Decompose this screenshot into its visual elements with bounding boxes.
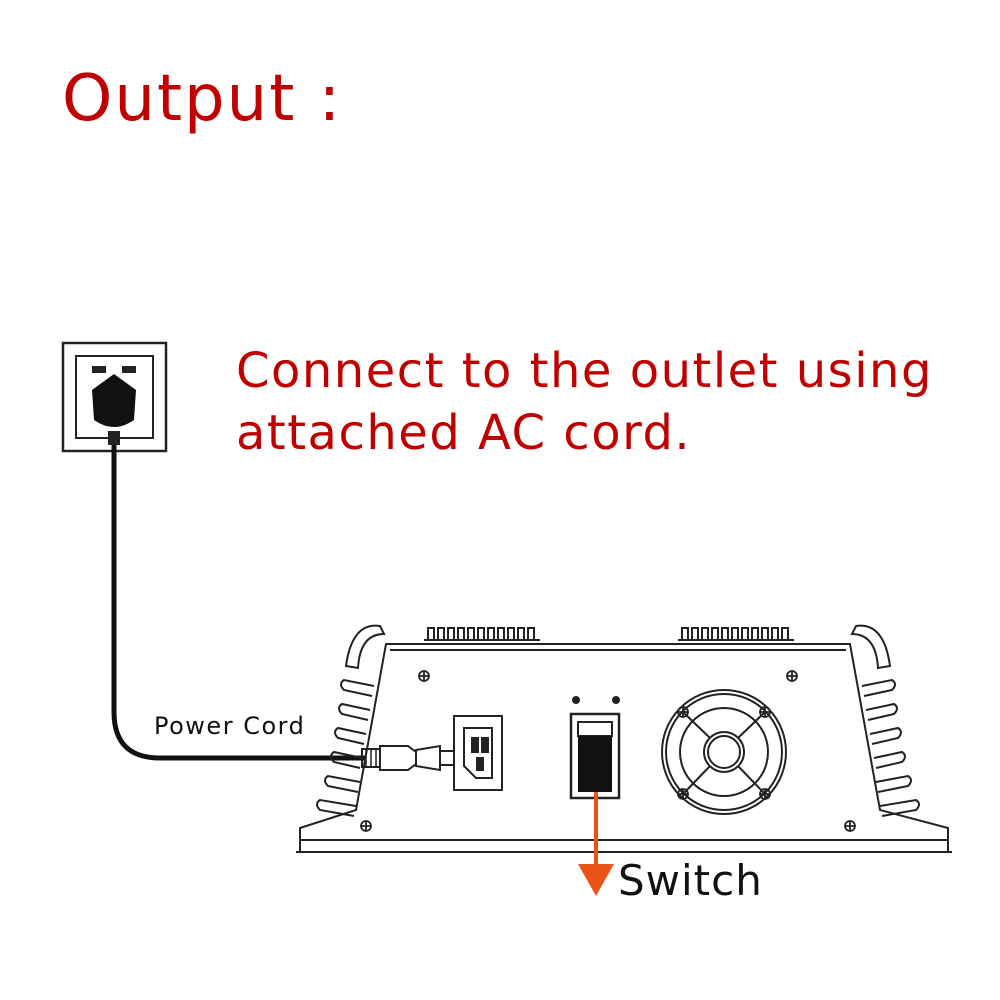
switch-arrow bbox=[578, 792, 614, 896]
instruction-line-1: Connect to the outlet using bbox=[236, 343, 933, 399]
instruction-line-2: attached AC cord. bbox=[236, 405, 692, 461]
switch-label: Switch bbox=[618, 856, 763, 905]
cord-plug bbox=[361, 744, 454, 772]
instruction-text: Connect to the outlet using attached AC … bbox=[236, 340, 933, 464]
power-switch bbox=[569, 696, 621, 800]
wall-outlet bbox=[61, 341, 168, 453]
cooling-fan bbox=[661, 689, 787, 815]
ac-input-socket bbox=[453, 715, 503, 791]
wall-plug bbox=[92, 374, 136, 427]
inverter-body bbox=[296, 624, 952, 853]
page-title: Output : bbox=[62, 62, 343, 136]
power-cord bbox=[111, 445, 366, 761]
power-cord-label: Power Cord bbox=[154, 712, 306, 740]
